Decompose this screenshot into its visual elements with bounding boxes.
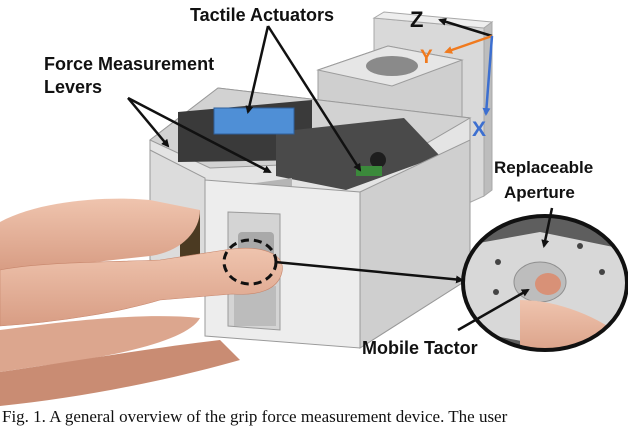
x-axis-label: X [472,118,486,141]
tactile-actuator-left [213,107,295,135]
z-axis-label: Z [410,7,423,32]
figure-caption: Fig. 1. A general overview of the grip f… [2,407,508,426]
y-axis-label: Y [420,47,433,68]
z-axis-arrow [438,17,493,38]
x-axis-arrow [482,35,494,116]
user-hand [0,198,283,406]
device-figure: Z Y X Tactile Actuators Force Measuremen… [0,5,628,406]
label-levers: Levers [44,77,102,97]
label-aperture: Aperture [504,183,575,202]
callout-arrows [127,25,554,332]
coordinate-axes: Z Y X [410,7,494,141]
aperture-inset [461,214,628,352]
label-replaceable: Replaceable [494,158,593,177]
label-force-measurement: Force Measurement [44,54,214,74]
label-tactile-actuators: Tactile Actuators [190,5,334,25]
label-mobile-tactor: Mobile Tactor [362,338,478,358]
tactile-actuator-right [370,152,386,168]
y-axis-arrow [444,34,493,54]
